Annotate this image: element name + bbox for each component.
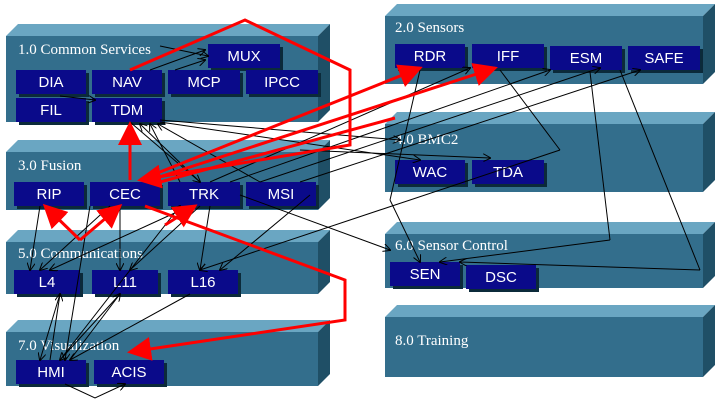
component-mcp[interactable]: MCP (168, 70, 240, 94)
group-title: 6.0 Sensor Control (395, 238, 508, 254)
component-sen[interactable]: SEN (390, 262, 460, 286)
component-l16[interactable]: L16 (168, 270, 238, 294)
component-wac[interactable]: WAC (395, 160, 465, 184)
red-links (42, 18, 498, 361)
component-tda[interactable]: TDA (472, 160, 544, 184)
component-ipcc[interactable]: IPCC (246, 70, 318, 94)
group-title: 2.0 Sensors (395, 20, 465, 36)
group-title: 3.0 Fusion (18, 158, 82, 174)
group-title: 1.0 Common Services (18, 42, 151, 58)
component-msi[interactable]: MSI (246, 182, 316, 206)
component-dia[interactable]: DIA (16, 70, 86, 94)
component-l11[interactable]: L11 (92, 270, 158, 294)
component-rdr[interactable]: RDR (395, 44, 465, 68)
component-cec[interactable]: CEC (90, 182, 160, 206)
component-esm[interactable]: ESM (550, 46, 622, 70)
component-mux[interactable]: MUX (208, 44, 280, 68)
component-rip[interactable]: RIP (14, 182, 84, 206)
slab-shape (385, 305, 715, 377)
group-title: 8.0 Training (395, 333, 469, 349)
component-nav[interactable]: NAV (92, 70, 162, 94)
group-training: 8.0 Training (385, 305, 715, 377)
black-links (30, 45, 701, 399)
component-safe[interactable]: SAFE (628, 46, 700, 70)
component-tdm[interactable]: TDM (92, 98, 162, 122)
component-hmi[interactable]: HMI (16, 360, 86, 384)
slab-shape (385, 222, 715, 288)
component-fil[interactable]: FIL (16, 98, 86, 122)
group-title: 5.0 Communications (18, 246, 143, 262)
component-acis[interactable]: ACIS (94, 360, 164, 384)
component-dsc[interactable]: DSC (466, 265, 536, 289)
group-sensor-control: 6.0 Sensor Control (385, 222, 715, 288)
component-trk[interactable]: TRK (168, 182, 240, 206)
component-l4[interactable]: L4 (14, 270, 80, 294)
